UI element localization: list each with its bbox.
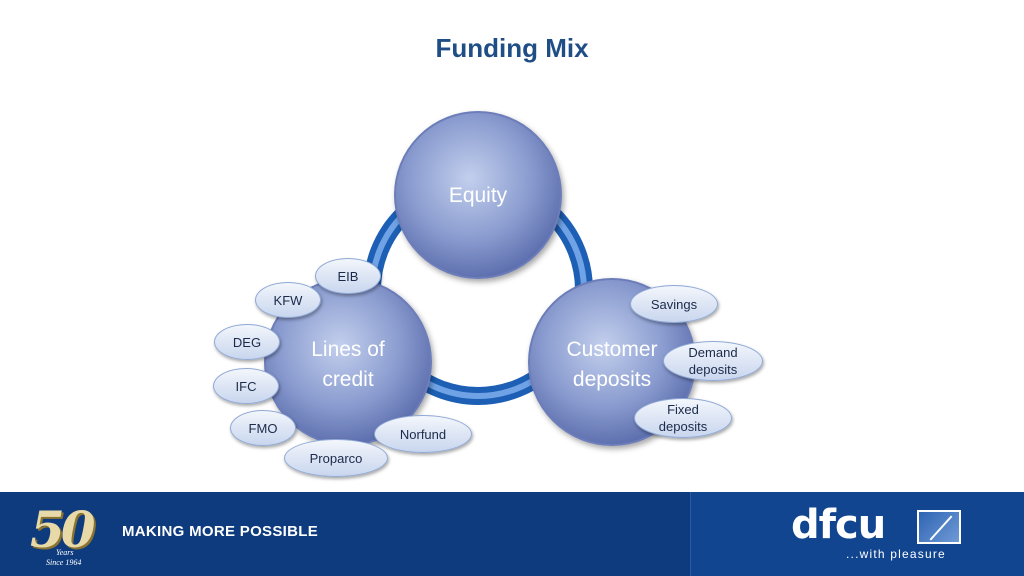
source-oval-norfund: Norfund — [374, 415, 472, 453]
deposit-oval-savings: Savings — [630, 285, 718, 323]
funding-mix-diagram: Equity Lines of credit Customer deposits — [264, 111, 696, 446]
anniversary-since: Since 1964 — [46, 558, 82, 567]
source-oval-fmo: FMO — [230, 410, 296, 446]
footer-tagline: MAKING MORE POSSIBLE — [122, 523, 319, 540]
source-oval-deg: DEG — [214, 324, 280, 360]
dfcu-logo-wordmark: dfcu — [791, 502, 886, 548]
source-oval-proparco: Proparco — [284, 439, 388, 477]
source-oval-eib: EIB — [315, 258, 381, 294]
lines-of-credit-label-line1: Lines of — [311, 338, 385, 361]
equity-circle — [394, 111, 562, 279]
anniversary-logo: 50 — [30, 500, 96, 559]
source-oval-ifc: IFC — [213, 368, 279, 404]
deposit-oval-fixed: Fixed deposits — [634, 398, 732, 438]
page-title: Funding Mix — [435, 33, 589, 63]
footer-brand-panel: dfcu ...with pleasure — [690, 492, 1024, 576]
equity-label: Equity — [449, 184, 508, 207]
lines-of-credit-label-line2: credit — [322, 368, 374, 391]
deposit-oval-demand: Demand deposits — [663, 341, 763, 381]
customer-deposits-label-line1: Customer — [566, 338, 657, 361]
source-oval-kfw: KFW — [255, 282, 321, 318]
customer-deposits-label-line2: deposits — [573, 368, 651, 391]
footer-banner: 50 Years Since 1964 MAKING MORE POSSIBLE… — [0, 492, 1024, 576]
footer-slogan: ...with pleasure — [846, 547, 946, 561]
anniversary-years: Years — [56, 548, 74, 557]
dfcu-logo-icon — [917, 510, 961, 544]
